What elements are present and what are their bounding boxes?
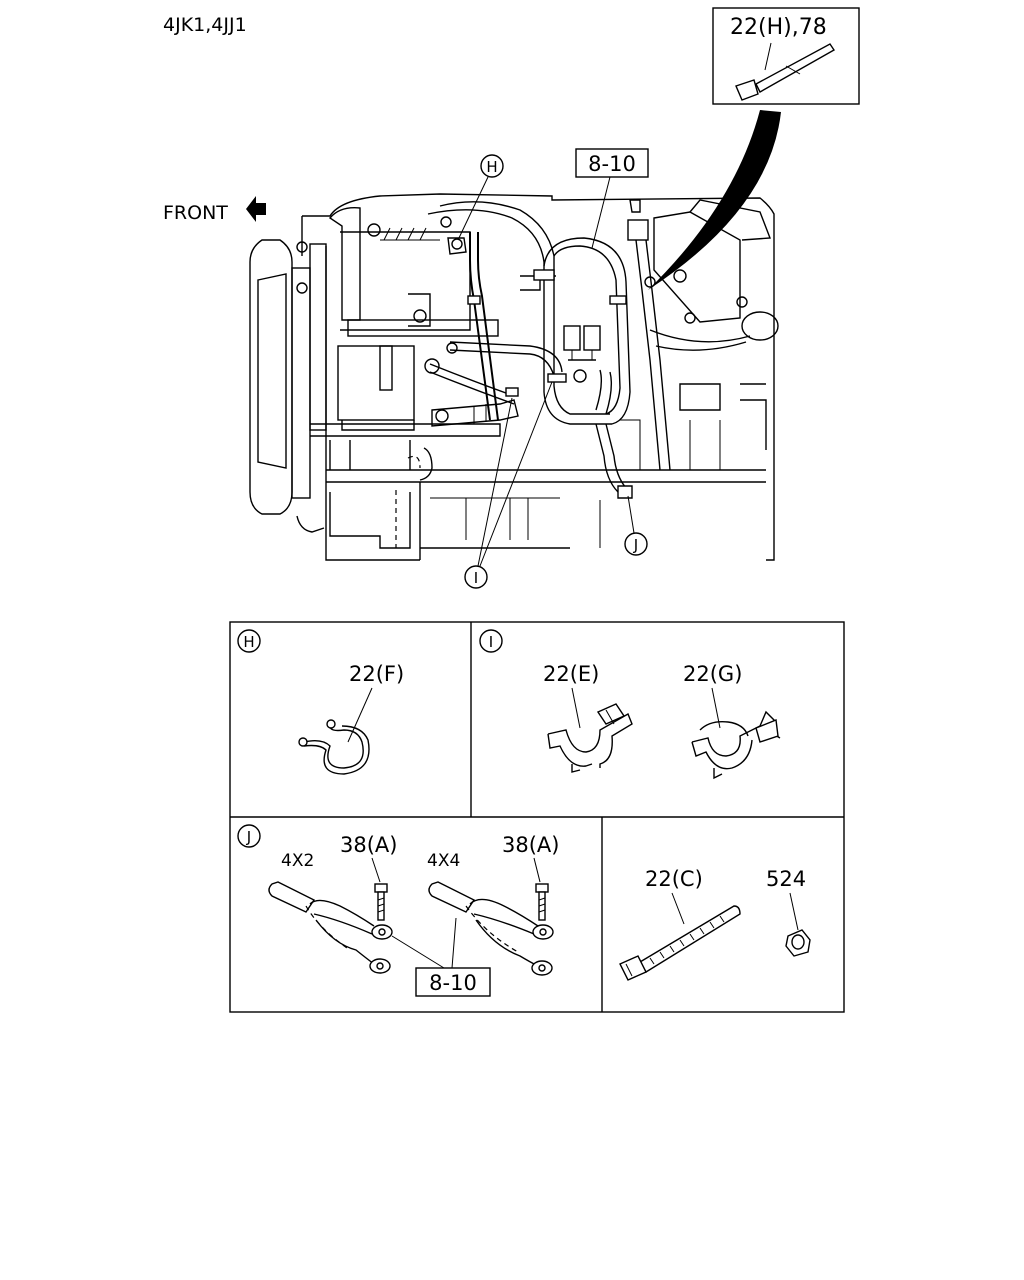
callout-j-text: J bbox=[633, 536, 638, 554]
callout-i-text: I bbox=[474, 569, 478, 587]
detail-misc-panel: 22(C) 524 bbox=[619, 867, 811, 981]
harness-label: 8-10 bbox=[588, 152, 636, 176]
bolt-right-part: 38(A) bbox=[502, 833, 559, 857]
detail-h-letter: H bbox=[243, 633, 254, 651]
cable-tie-c-icon bbox=[619, 905, 741, 981]
variant-4x2: 4X2 bbox=[281, 851, 314, 871]
engine-diagram: FRONT bbox=[163, 148, 779, 589]
inset-pointer bbox=[648, 110, 781, 290]
clip-f-icon bbox=[298, 719, 370, 775]
tie-inset: 22(H),78 bbox=[712, 7, 860, 105]
model-codes: 4JK1,4JJ1 bbox=[163, 14, 247, 36]
callout-j bbox=[624, 532, 648, 556]
nut-icon bbox=[785, 929, 811, 957]
callout-h bbox=[480, 154, 504, 178]
detail-j-harness-label: 8-10 bbox=[429, 971, 477, 995]
front-label: FRONT bbox=[163, 202, 228, 224]
detail-j-harness-box bbox=[415, 967, 491, 997]
harness-label-box bbox=[575, 148, 649, 178]
detail-h-badge bbox=[237, 629, 261, 653]
callout-h-text: H bbox=[486, 158, 497, 176]
detail-i-badge bbox=[479, 629, 503, 653]
detail-i-part-g: 22(G) bbox=[683, 662, 742, 686]
breather-cap bbox=[741, 311, 779, 341]
detail-panels bbox=[229, 621, 845, 1013]
front-arrow-icon bbox=[246, 196, 266, 222]
ground-strap-4x2-icon bbox=[268, 881, 393, 974]
callout-i bbox=[464, 565, 488, 589]
front-pulley bbox=[249, 239, 293, 515]
tie-inset-leader bbox=[764, 42, 772, 71]
ground-strap-4x4-icon bbox=[428, 881, 554, 976]
tie-c-part: 22(C) bbox=[645, 867, 703, 891]
clamp-e-icon bbox=[547, 703, 633, 773]
clamp-g-icon bbox=[691, 710, 781, 780]
tie-inset-frame bbox=[712, 7, 860, 105]
detail-h-panel: H 22(F) bbox=[237, 629, 404, 775]
detail-j-letter: J bbox=[246, 828, 251, 846]
detail-i-panel: I 22(E) 22(G) bbox=[479, 629, 781, 780]
bolt-left-part: 38(A) bbox=[340, 833, 397, 857]
variant-4x4: 4X4 bbox=[427, 851, 460, 871]
detail-i-part-e: 22(E) bbox=[543, 662, 599, 686]
detail-j-panel: J 4X2 4X4 38(A) 38(A) bbox=[237, 824, 559, 997]
tie-inset-label: 22(H),78 bbox=[730, 15, 827, 40]
nut-part: 524 bbox=[766, 867, 806, 891]
detail-i-letter: I bbox=[489, 633, 493, 651]
detail-h-part: 22(F) bbox=[349, 662, 404, 686]
detail-j-badge bbox=[237, 824, 261, 848]
cable-tie-h-icon bbox=[735, 43, 835, 101]
